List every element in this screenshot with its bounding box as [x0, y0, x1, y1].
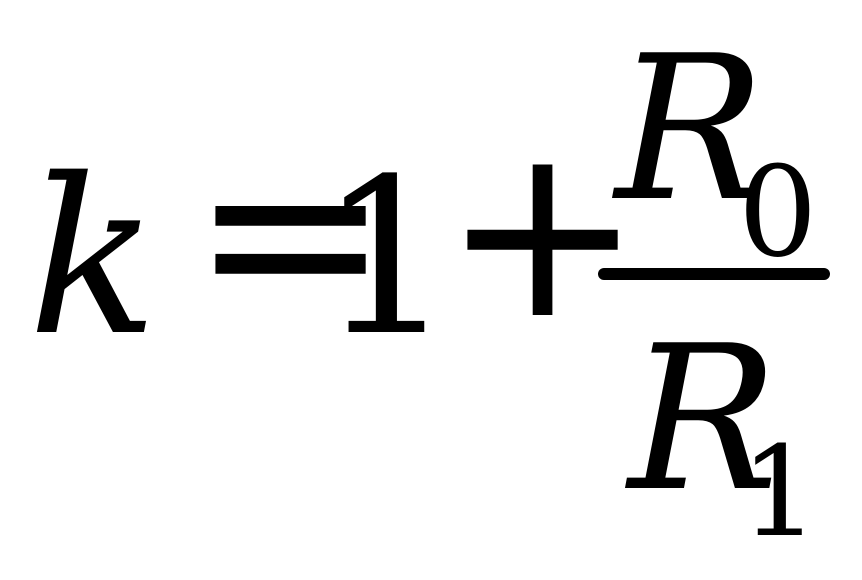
plus-sign: + — [442, 92, 644, 372]
numerator-symbol: R — [615, 13, 766, 246]
equals-sign: = — [190, 92, 392, 372]
denominator-symbol: R — [628, 303, 779, 536]
variable-k: k — [28, 132, 159, 383]
denominator-subscript: 1 — [740, 420, 820, 565]
constant-one: 1 — [318, 132, 455, 383]
numerator-subscript: 0 — [738, 140, 818, 285]
fraction-bar — [598, 268, 830, 280]
